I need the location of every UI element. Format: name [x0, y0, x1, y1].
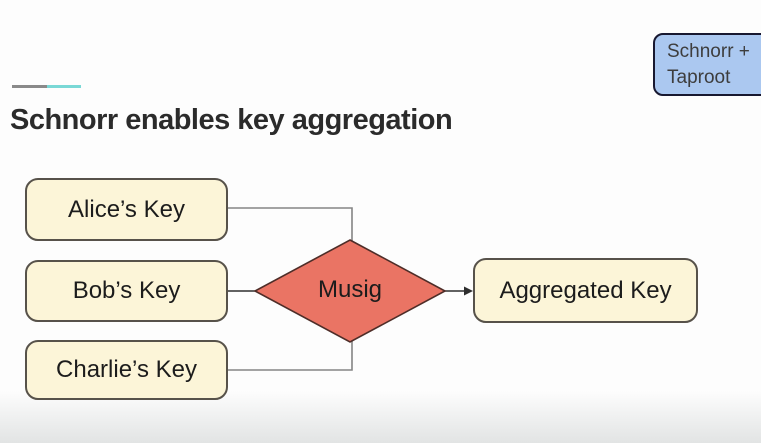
node-alice-key: Alice’s Key: [25, 178, 228, 241]
node-bob-key-label: Bob’s Key: [72, 277, 181, 304]
node-aggregated-key: Aggregated Key: [473, 258, 698, 323]
topic-badge-line2: Taproot: [667, 67, 731, 88]
node-aggregated-key-label: Aggregated Key: [499, 276, 672, 304]
arrowhead-to-output: [464, 286, 473, 296]
node-charlie-key-label: Charlie’s Key: [56, 356, 197, 383]
connector-alice-to-musig: [227, 207, 353, 241]
slide-title: Schnorr enables key aggregation: [10, 104, 453, 136]
topic-badge-line1: Schnorr +: [667, 41, 750, 62]
title-accent-bar-gray: [12, 85, 47, 88]
title-accent-bar-teal: [47, 85, 81, 88]
node-charlie-key: Charlie’s Key: [25, 340, 228, 400]
node-alice-key-label: Alice’s Key: [68, 195, 185, 223]
musig-label: Musig: [317, 276, 383, 303]
node-bob-key: Bob’s Key: [25, 260, 228, 322]
topic-badge: Schnorr + Taproot: [653, 33, 761, 96]
musig-diamond: [253, 239, 447, 343]
connector-charlie-to-musig: [227, 341, 353, 371]
